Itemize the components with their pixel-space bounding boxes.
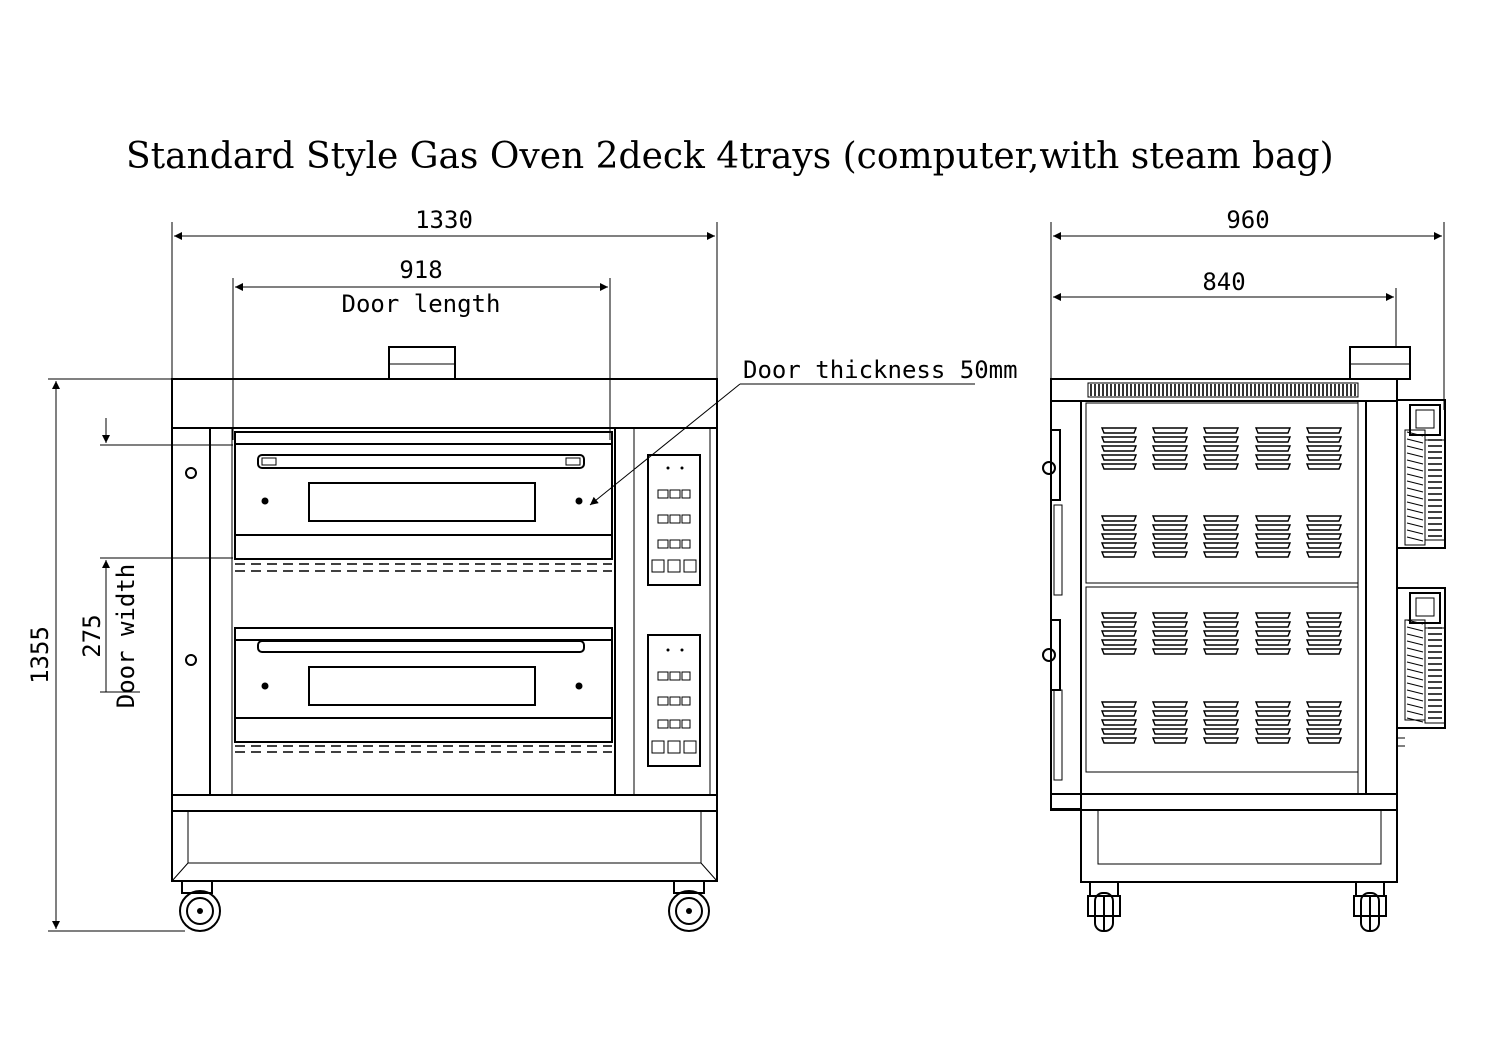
overall-depth-label: 960 [1226, 206, 1269, 234]
lower-control-panel [647, 634, 701, 767]
front-chimney [388, 346, 456, 380]
side-stand-top [1050, 793, 1398, 811]
door-width-value: 275 [78, 614, 106, 657]
front-view: 1330 918 Door length Door thickness 50mm… [26, 206, 1018, 932]
side-caster-right [1353, 881, 1387, 932]
door-length-label: Door length [342, 290, 501, 318]
upper-door [234, 443, 613, 560]
front-caster-right [668, 880, 710, 932]
front-screw-upper [185, 467, 197, 479]
front-stand-top [171, 794, 718, 812]
lower-door-window [308, 666, 536, 706]
lower-deck [234, 627, 613, 753]
upper-door-handle [257, 454, 585, 469]
lower-door-handle [257, 640, 585, 653]
side-chimney [1349, 346, 1411, 380]
upper-deck [234, 431, 613, 572]
rear-gas-assembly-upper [1396, 399, 1446, 549]
body-depth-label: 840 [1202, 268, 1245, 296]
side-view: 960 840 [1042, 206, 1446, 932]
side-louvers [1100, 427, 1343, 744]
lower-door [234, 639, 613, 743]
overall-height-label: 1355 [26, 626, 54, 684]
front-top-cap [171, 378, 718, 429]
side-top-grille [1090, 384, 1356, 396]
door-width-label: Door width [112, 564, 140, 709]
upper-door-window [308, 482, 536, 522]
side-caster-left [1087, 881, 1121, 932]
rear-assembly-fins [1406, 431, 1442, 723]
front-screw-lower [185, 654, 197, 666]
door-thickness-label: Door thickness 50mm [743, 356, 1018, 384]
upper-control-panel [647, 454, 701, 586]
door-length-value: 918 [399, 256, 442, 284]
front-stand-frame [171, 810, 718, 882]
side-stand-frame [1080, 809, 1398, 883]
drawing-title: Standard Style Gas Oven 2deck 4trays (co… [126, 136, 1334, 177]
overall-width-label: 1330 [415, 206, 473, 234]
front-caster-left [179, 880, 221, 932]
